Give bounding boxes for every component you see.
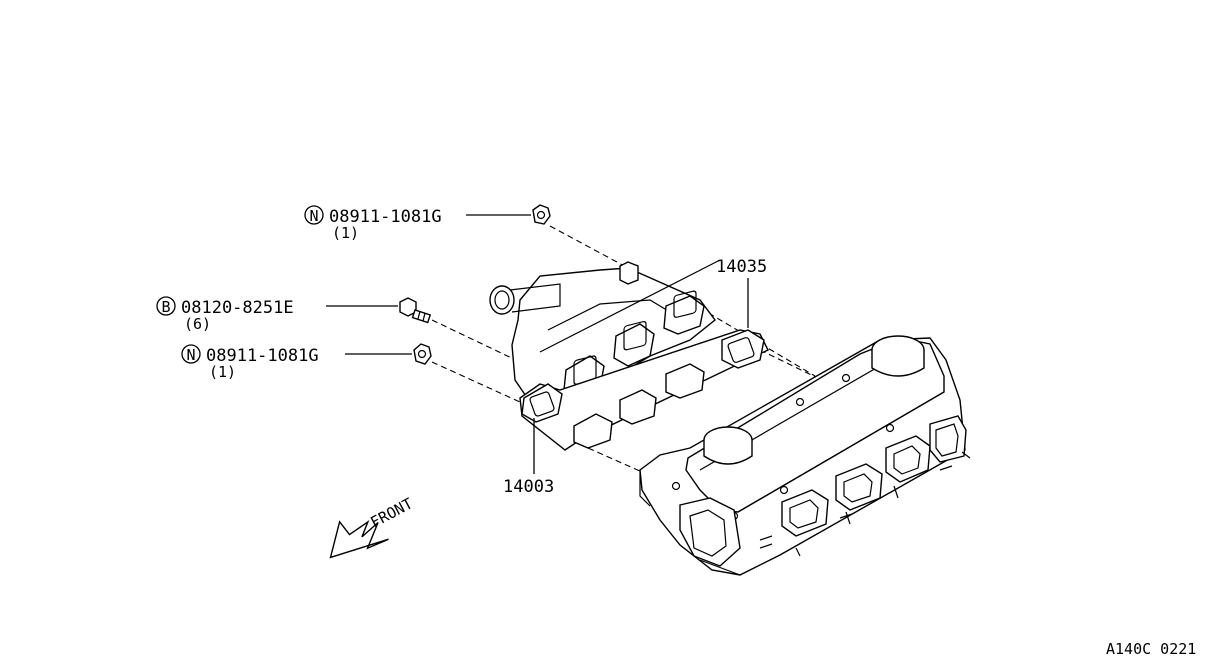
part-quantity: (1) xyxy=(332,224,359,242)
hex-nut-icon xyxy=(413,343,432,365)
part-number: 08911-1081G xyxy=(206,346,319,366)
front-arrow-icon xyxy=(329,520,389,559)
part-number: 08911-1081G xyxy=(329,207,442,227)
part-number: 08120-8251E xyxy=(181,298,294,318)
callout-bolt: B 08120-8251E (6) xyxy=(156,296,398,333)
manifold-gasket-part xyxy=(519,329,769,451)
callout-symbol-circle xyxy=(304,205,324,225)
part-quantity: (1) xyxy=(209,363,236,381)
hex-nut-icon xyxy=(532,204,551,225)
part-label-manifold: 14003 xyxy=(503,418,554,497)
front-label: FRONT xyxy=(367,494,415,531)
callout-symbol-circle xyxy=(181,344,201,364)
callout-symbol: B xyxy=(161,298,170,316)
callout-symbol-circle xyxy=(156,296,176,316)
part-quantity: (6) xyxy=(184,315,211,333)
part-label-text: 14035 xyxy=(716,257,767,277)
front-direction-indicator: FRONT xyxy=(329,494,416,559)
manifold-part xyxy=(489,259,721,413)
bolt-icon xyxy=(399,297,432,324)
diagram-code: A140C 0221 xyxy=(1106,640,1196,658)
part-label-gasket: 14035 xyxy=(716,257,767,328)
callout-nut-top: N 08911-1081G (1) xyxy=(304,205,531,242)
cylinder-head-part xyxy=(639,335,971,576)
part-label-text: 14003 xyxy=(503,477,554,497)
callout-symbol: N xyxy=(186,346,195,364)
callout-symbol: N xyxy=(309,207,318,225)
callout-nut-lower: N 08911-1081G (1) xyxy=(181,344,412,381)
